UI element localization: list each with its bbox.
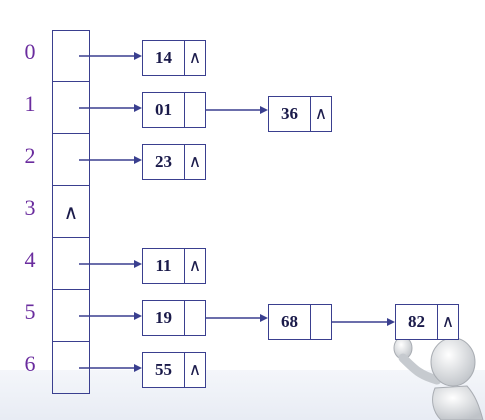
bucket-index-label: 0 <box>24 39 36 64</box>
list-node: 11∧ <box>142 248 206 284</box>
node-pointer: ∧ <box>188 256 202 276</box>
arrow-head <box>260 106 268 114</box>
node-pointer <box>311 305 331 339</box>
list-node: 68 <box>268 304 332 340</box>
node-key: 01 <box>143 93 185 127</box>
node-pointer: ∧ <box>188 152 202 172</box>
bucket-slot: ∧ <box>52 186 90 238</box>
list-node: 14∧ <box>142 40 206 76</box>
list-node: 19 <box>142 300 206 336</box>
bucket-index-label: 2 <box>24 143 36 168</box>
node-pointer: ∧ <box>314 104 328 124</box>
node-pointer: ∧ <box>188 360 202 380</box>
arrow-head <box>134 52 142 60</box>
list-node: 82∧ <box>395 304 459 340</box>
background-band <box>0 370 485 420</box>
bucket-index-label: 1 <box>24 91 36 116</box>
node-pointer: ∧ <box>188 48 202 68</box>
node-key: 11 <box>143 249 185 283</box>
node-key: 68 <box>269 305 311 339</box>
node-key: 23 <box>143 145 185 179</box>
node-key: 14 <box>143 41 185 75</box>
bucket-index-label: 4 <box>24 247 36 272</box>
arrow-head <box>134 260 142 268</box>
null-pointer-symbol: ∧ <box>63 199 79 224</box>
bucket-slot <box>52 134 90 186</box>
arrow-head <box>260 314 268 322</box>
list-node: 01 <box>142 92 206 128</box>
arrow-head <box>134 104 142 112</box>
node-key: 19 <box>143 301 185 335</box>
arrow-head <box>387 318 395 326</box>
list-node: 36∧ <box>268 96 332 132</box>
bucket-slot <box>52 342 90 394</box>
bucket-index-label: 5 <box>24 299 36 324</box>
bucket-slot <box>52 238 90 290</box>
arrow-head <box>134 312 142 320</box>
stick-figure-icon <box>393 336 484 420</box>
arrow-head <box>134 364 142 372</box>
bucket-slot <box>52 30 90 82</box>
arrow-head <box>134 156 142 164</box>
node-pointer <box>185 301 205 335</box>
node-pointer: ∧ <box>441 312 455 332</box>
bucket-slot <box>52 82 90 134</box>
bucket-index-label: 6 <box>24 351 36 376</box>
bucket-index-label: 3 <box>24 195 36 220</box>
node-key: 55 <box>143 353 185 387</box>
bucket-slot <box>52 290 90 342</box>
list-node: 55∧ <box>142 352 206 388</box>
node-key: 36 <box>269 97 311 131</box>
node-key: 82 <box>396 305 438 339</box>
node-pointer <box>185 93 205 127</box>
list-node: 23∧ <box>142 144 206 180</box>
